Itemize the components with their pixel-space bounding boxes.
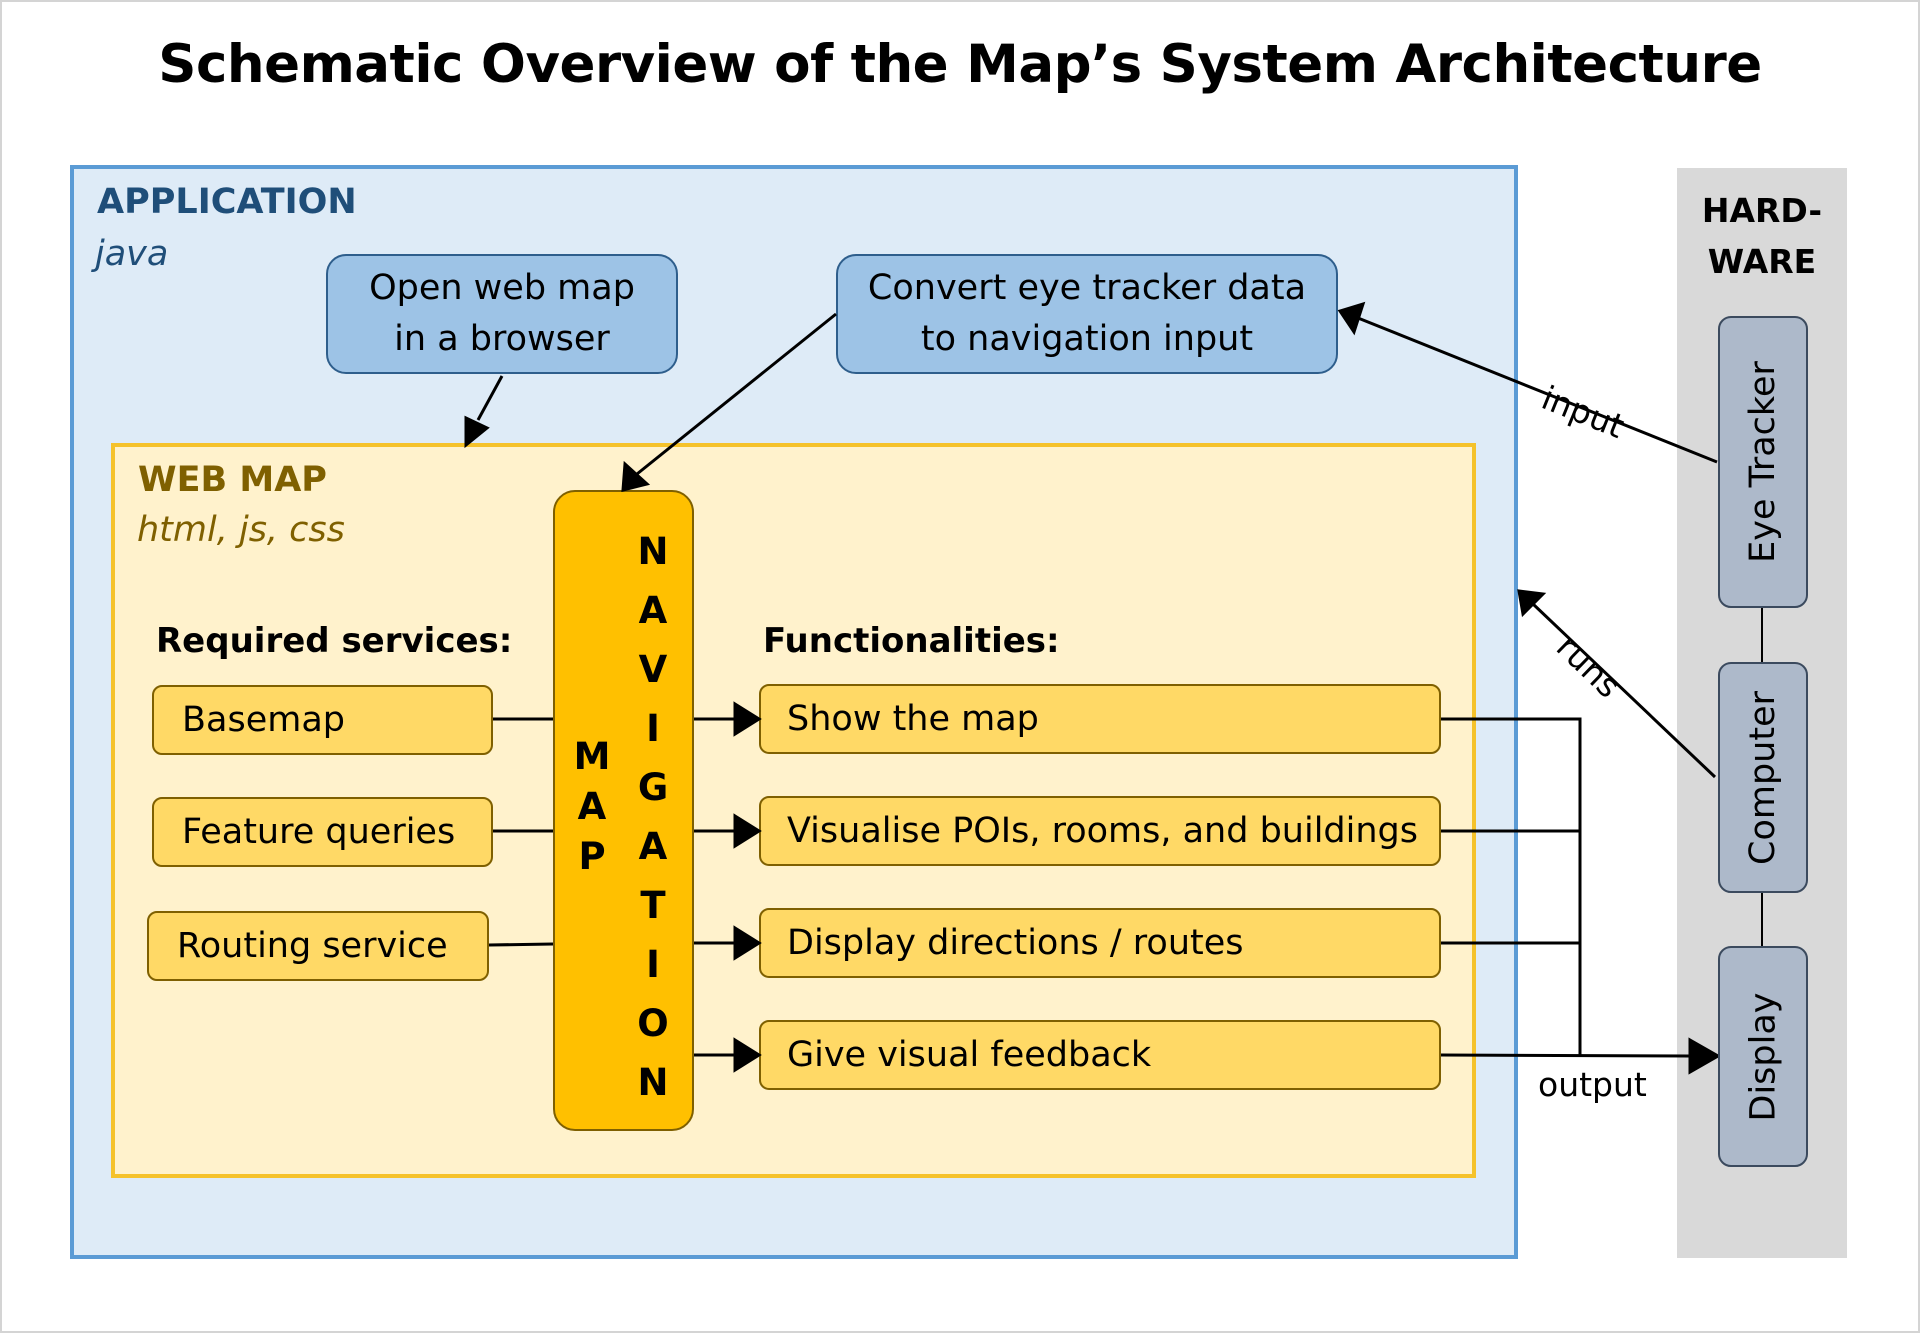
- arrowhead: [464, 415, 490, 449]
- open-web-map-box: Open web map in a browser: [326, 254, 678, 374]
- hardware-display: Display: [1718, 946, 1808, 1167]
- letter: V: [638, 648, 668, 691]
- hardware-component-label: Eye Tracker: [1743, 361, 1783, 563]
- service-feature-queries: Feature queries: [152, 797, 493, 867]
- hardware-computer: Computer: [1718, 662, 1808, 893]
- service-routing: Routing service: [147, 911, 489, 981]
- hardware-component-label: Display: [1743, 991, 1784, 1122]
- arrowhead: [733, 813, 762, 849]
- function-label: Display directions / routes: [787, 923, 1244, 963]
- output-arrowhead: [1688, 1037, 1722, 1075]
- show-map-output-line: [1441, 717, 1582, 1055]
- letter: N: [637, 530, 669, 573]
- letter: A: [638, 589, 668, 632]
- service-label: Basemap: [182, 700, 345, 740]
- open-web-map-label: Open web map in a browser: [369, 268, 635, 359]
- letter: O: [637, 1002, 669, 1045]
- letter: G: [637, 766, 669, 809]
- hardware-title-line1: HARD-: [1701, 191, 1823, 230]
- function-display-directions: Display directions / routes: [759, 908, 1441, 978]
- letter: T: [640, 884, 666, 927]
- required-services-label: Required services:: [156, 621, 513, 661]
- service-basemap: Basemap: [152, 685, 493, 755]
- output-label: output: [1538, 1065, 1647, 1104]
- arrowhead: [1517, 589, 1547, 618]
- arrowhead: [1337, 301, 1366, 336]
- hardware-title: HARD- WARE: [1677, 185, 1847, 287]
- feedback-output-line: [1440, 1053, 1691, 1058]
- open-map-to-web-map-arrow: [476, 375, 504, 421]
- service-label: Feature queries: [182, 812, 456, 852]
- arrowhead: [733, 1037, 762, 1073]
- arrowhead: [621, 460, 651, 492]
- hardware-title-line2: WARE: [1707, 242, 1817, 281]
- input-arrow: [1357, 316, 1718, 464]
- letter: I: [646, 707, 660, 750]
- application-subtitle: java: [95, 234, 169, 274]
- function-label: Give visual feedback: [787, 1035, 1152, 1075]
- letter: M: [573, 735, 611, 778]
- function-label: Show the map: [787, 699, 1039, 739]
- arrowhead: [733, 701, 762, 737]
- arrowhead: [733, 925, 762, 961]
- letter: I: [646, 943, 660, 986]
- functionalities-label: Functionalities:: [763, 621, 1060, 661]
- hardware-component-label: Computer: [1743, 690, 1783, 865]
- convert-eye-tracker-box: Convert eye tracker data to navigation i…: [836, 254, 1338, 374]
- hardware-eye-tracker: Eye Tracker: [1718, 316, 1808, 608]
- service-label: Routing service: [177, 926, 448, 966]
- navigation-letters: N A V I G A T I O N: [633, 522, 673, 1112]
- function-show-map: Show the map: [759, 684, 1441, 754]
- function-visual-feedback: Give visual feedback: [759, 1020, 1441, 1090]
- convert-to-navigation-arrow: [636, 312, 837, 476]
- function-visualise-pois: Visualise POIs, rooms, and buildings: [759, 796, 1441, 866]
- letter: N: [637, 1061, 669, 1104]
- diagram-title: Schematic Overview of the Map’s System A…: [158, 34, 1762, 95]
- letter: A: [638, 825, 668, 868]
- application-title: APPLICATION: [97, 182, 357, 222]
- runs-arrow: [1531, 602, 1717, 779]
- map-letters: M A P: [572, 732, 612, 882]
- letter: A: [577, 785, 607, 828]
- web-map-title: WEB MAP: [138, 460, 327, 500]
- function-label: Visualise POIs, rooms, and buildings: [787, 811, 1418, 851]
- service-routing-connector: [488, 942, 554, 947]
- convert-eye-tracker-label: Convert eye tracker data to navigation i…: [867, 268, 1307, 359]
- map-navigation-bar: [553, 490, 694, 1131]
- letter: P: [578, 835, 606, 878]
- web-map-subtitle: html, js, css: [137, 510, 345, 550]
